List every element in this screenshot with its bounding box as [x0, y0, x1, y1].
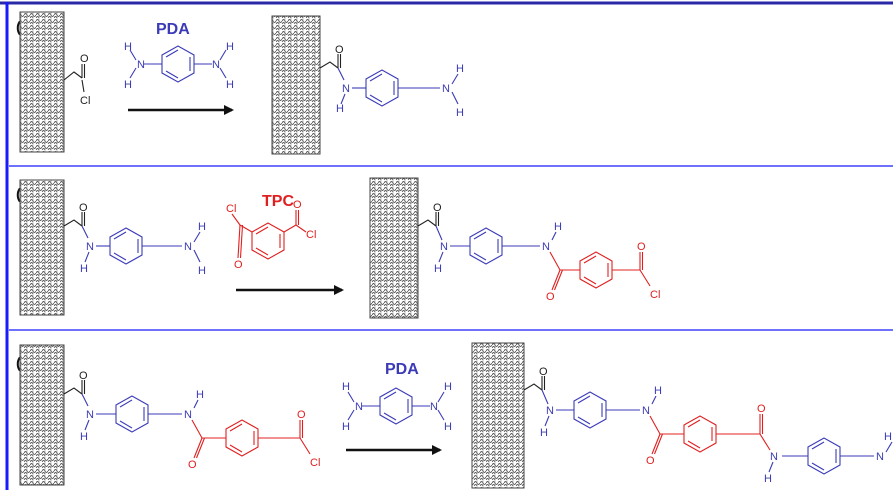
atom-h-b5: H — [554, 221, 562, 233]
atom-o-c6: O — [757, 403, 766, 415]
pda-molecule-c — [347, 387, 445, 425]
atom-n-c6: N — [876, 451, 884, 463]
amide-c-product — [523, 376, 546, 391]
atom-cl-b1: Cl — [226, 203, 236, 215]
atom-n-c1: N — [86, 409, 94, 421]
atom-cl-b2: Cl — [306, 229, 316, 241]
atom-o-c2: O — [188, 459, 197, 471]
atom-n-a-pda2: N — [212, 59, 220, 71]
amide-c-start — [63, 380, 86, 395]
atom-h-b1: H — [80, 263, 88, 275]
nanotube-c-start — [19, 344, 65, 486]
atom-h-b3: H — [198, 265, 206, 277]
nanotube-a-start — [19, 11, 65, 153]
acyl-chloride-a — [63, 64, 86, 93]
atom-o-b5: O — [546, 291, 555, 303]
pda-chain-a-product — [337, 67, 459, 107]
atom-n-c4: N — [642, 405, 650, 417]
atom-cl-c1: Cl — [310, 457, 320, 469]
amide-b-start — [63, 212, 86, 227]
atom-h-b4: H — [434, 263, 442, 275]
pda-chain-b-product — [435, 225, 557, 265]
atom-cl-b3: Cl — [650, 289, 660, 301]
tpc-chain-b-product — [549, 251, 651, 291]
pda-chain-c-start — [81, 393, 199, 433]
atom-h-a1: H — [124, 41, 132, 53]
nanotube-c-product — [471, 342, 525, 489]
amide-b-product — [417, 212, 440, 227]
atom-n-c2: N — [184, 409, 192, 421]
atom-o-a2: O — [335, 44, 344, 56]
atom-h-c6: H — [444, 421, 452, 433]
atom-h-a6: H — [456, 63, 464, 75]
atom-h-a2: H — [124, 79, 132, 91]
atom-n-b3: N — [440, 241, 448, 253]
tpc-chain-c-start — [191, 419, 311, 459]
tpc-molecule-b — [231, 210, 307, 260]
atom-n-c5: N — [770, 451, 778, 463]
amide-a-product — [319, 54, 342, 69]
atom-cl-a1: Cl — [80, 95, 90, 107]
nanotube-b-start — [19, 179, 65, 316]
atom-h-a3: H — [226, 41, 234, 53]
tpc-chain-c-product — [649, 414, 771, 455]
atom-o-a1: O — [80, 53, 89, 65]
nanotube-b-product — [369, 177, 419, 319]
atom-h-c8: H — [654, 385, 662, 397]
atom-h-c9: H — [764, 473, 772, 485]
atom-h-a7: H — [456, 107, 464, 119]
reagent-label-c: PDA — [385, 361, 419, 378]
atom-n-c-pda1: N — [355, 401, 363, 413]
atom-h-c5: H — [444, 381, 452, 393]
atom-n-b4: N — [542, 241, 550, 253]
atom-h-c3: H — [342, 381, 350, 393]
pda-chain-c-product-1 — [541, 389, 657, 429]
atom-n-c3: N — [546, 405, 554, 417]
atom-o-b2: O — [234, 259, 243, 271]
atom-o-c3: O — [297, 409, 306, 421]
atom-o-b4: O — [433, 202, 442, 214]
atom-o-c1: O — [79, 370, 88, 382]
nanotube-a-product — [271, 15, 321, 155]
pda-chain-c-product-2 — [768, 437, 893, 475]
atom-o-c5: O — [646, 455, 655, 467]
atom-o-b1: O — [79, 202, 88, 214]
atom-h-c1: H — [80, 431, 88, 443]
atom-h-c7: H — [540, 427, 548, 439]
atom-n-a4: N — [442, 83, 450, 95]
reagent-label-a: PDA — [156, 21, 190, 38]
atom-n-a-pda1: N — [137, 59, 145, 71]
atom-h-a4: H — [226, 79, 234, 91]
atom-o-b3: O — [293, 199, 302, 211]
atom-h-c4: H — [342, 421, 350, 433]
atom-n-a3: N — [342, 83, 350, 95]
reagent-label-b: TPC — [262, 193, 294, 210]
atom-h-c2: H — [196, 389, 204, 401]
atom-o-c4: O — [539, 366, 548, 378]
atom-o-b6: O — [637, 241, 646, 253]
atom-h-c10: H — [884, 431, 892, 443]
atom-n-b1: N — [86, 241, 94, 253]
atom-h-a5: H — [336, 103, 344, 115]
atom-h-b2: H — [198, 221, 206, 233]
atom-n-c-pda2: N — [430, 401, 438, 413]
atom-n-b2: N — [184, 241, 192, 253]
pda-chain-b-start — [81, 225, 201, 265]
pda-molecule-a — [129, 45, 227, 83]
